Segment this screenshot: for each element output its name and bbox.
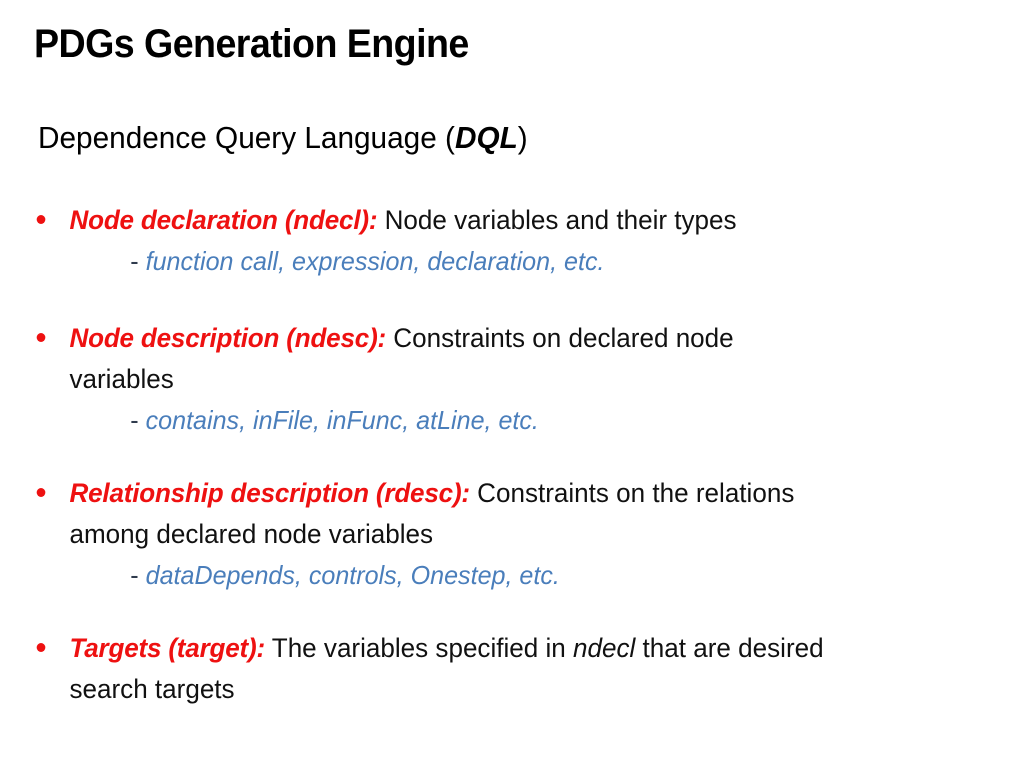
- subitem-text: function call, expression, declaration, …: [145, 246, 605, 276]
- bullet-line: Node declaration (ndecl): Node variables…: [0, 200, 988, 241]
- subitem-dash: -: [130, 560, 139, 590]
- bullet-lead-term: Node description (ndesc):: [69, 323, 387, 353]
- round-bullet-icon: [36, 488, 46, 497]
- list-item: Targets (target): The variables specifie…: [0, 628, 1024, 710]
- bullet-body-text: Constraints on declared node: [386, 323, 734, 353]
- bullet-emphasis-term: ndecl: [573, 633, 636, 663]
- bullet-line: Targets (target): The variables specifie…: [0, 628, 988, 669]
- sub-item: - dataDepends, controls, Onestep, etc.: [0, 555, 988, 596]
- subitem-text: dataDepends, controls, Onestep, etc.: [145, 560, 560, 590]
- bullet-lead-term: Node declaration (ndecl):: [69, 205, 378, 235]
- list-item: Node description (ndesc): Constraints on…: [0, 318, 1024, 441]
- bullet-continuation: search targets: [69, 674, 235, 704]
- bullet-lead-term: Relationship description (rdesc):: [69, 478, 470, 508]
- bullet-body-text: The variables specified in: [265, 633, 574, 663]
- spacer: [0, 598, 1024, 628]
- bullet-continuation: variables: [69, 364, 174, 394]
- round-bullet-icon: [36, 215, 46, 224]
- spacer: [0, 443, 1024, 473]
- list-item: Relationship description (rdesc): Constr…: [0, 473, 1024, 596]
- spacer: [0, 284, 1024, 318]
- subitem-text: contains, inFile, inFunc, atLine, etc.: [145, 405, 539, 435]
- bullet-lead-term: Targets (target):: [69, 633, 266, 663]
- subitem-dash: -: [130, 246, 139, 276]
- subtitle-suffix: ): [517, 120, 528, 155]
- list-item: Node declaration (ndecl): Node variables…: [0, 200, 1024, 282]
- bullet-line: Relationship description (rdesc): Constr…: [0, 473, 988, 514]
- sub-item: - function call, expression, declaration…: [0, 241, 988, 282]
- bullet-body-text: Node variables and their types: [377, 205, 737, 235]
- slide-subtitle: Dependence Query Language (DQL): [38, 120, 950, 156]
- page-title: PDGs Generation Engine: [34, 22, 469, 66]
- bullet-body-text-tail: that are desired: [635, 633, 824, 663]
- subitem-dash: -: [130, 405, 139, 435]
- bullet-body-text: Constraints on the relations: [469, 478, 795, 508]
- round-bullet-icon: [36, 333, 46, 342]
- subtitle-abbreviation: DQL: [454, 120, 518, 155]
- round-bullet-icon: [36, 643, 46, 652]
- bullet-list: Node declaration (ndecl): Node variables…: [0, 200, 1024, 712]
- bullet-line: Node description (ndesc): Constraints on…: [0, 318, 988, 359]
- sub-item: - contains, inFile, inFunc, atLine, etc.: [0, 400, 988, 441]
- subtitle-prefix: Dependence Query Language (: [38, 120, 455, 155]
- bullet-continuation: among declared node variables: [69, 519, 434, 549]
